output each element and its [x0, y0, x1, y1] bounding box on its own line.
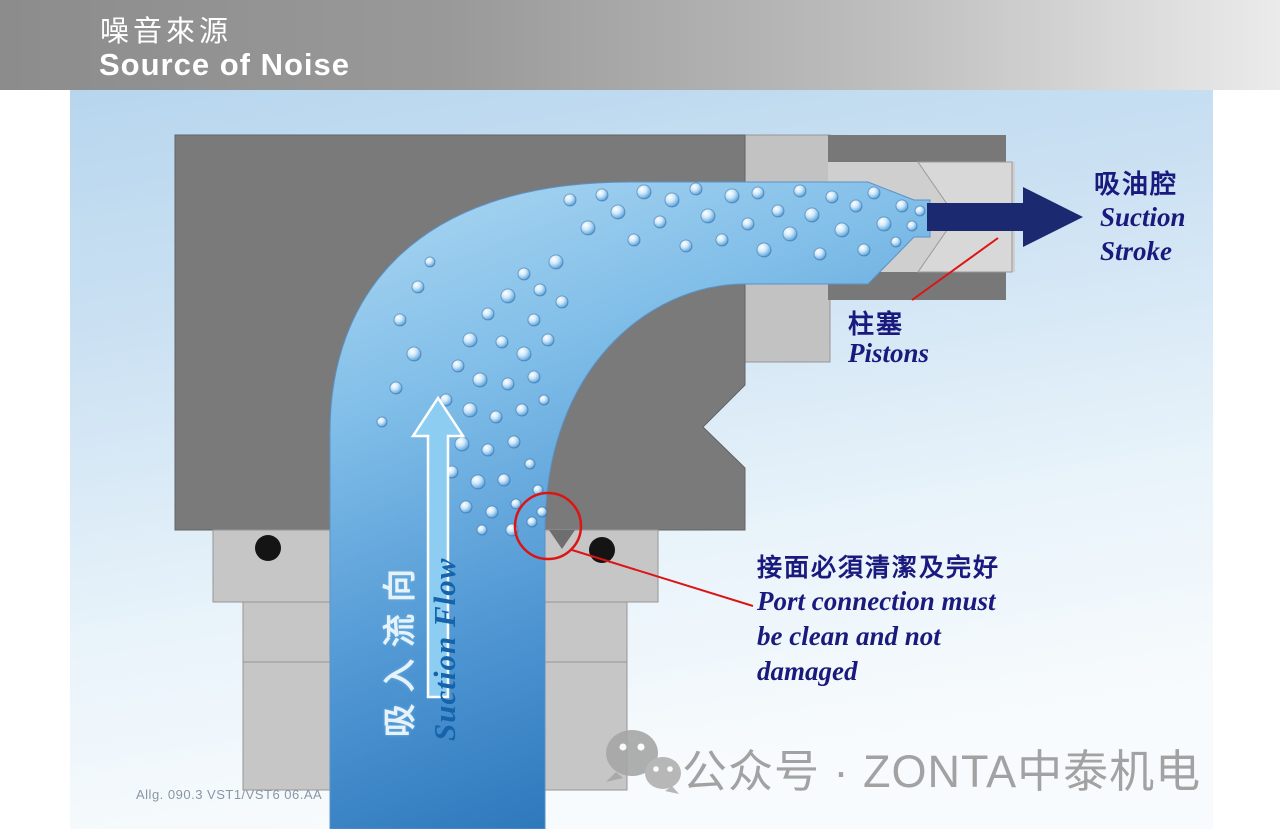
bubble [825, 190, 839, 204]
bubble [756, 242, 772, 258]
bubble [495, 335, 509, 349]
annotations [513, 237, 999, 607]
bubble [771, 204, 785, 218]
bubble [451, 359, 465, 373]
bubble [472, 372, 488, 388]
bubble [393, 313, 407, 327]
bubble [538, 394, 550, 406]
port-connection-notch [549, 530, 575, 549]
suction-flow-arrow [410, 395, 466, 699]
slide-header: 噪音來源 Source of Noise [0, 0, 1280, 90]
bubble [485, 505, 499, 519]
bubble [849, 199, 863, 213]
bubble [700, 208, 716, 224]
piston-annotation-line [911, 237, 999, 301]
bubble [376, 416, 388, 428]
bubble [517, 267, 531, 281]
bubble [507, 435, 521, 449]
bubble [501, 377, 515, 391]
bubble [411, 280, 425, 294]
bubble [793, 184, 807, 198]
bubble [406, 346, 422, 362]
bubble [610, 204, 626, 220]
port-highlight-circle [513, 491, 583, 561]
bubble [876, 216, 892, 232]
bubble [459, 500, 473, 514]
bubble [715, 233, 729, 247]
bubble [627, 233, 641, 247]
bubble [782, 226, 798, 242]
bubble [890, 236, 902, 248]
bubble [804, 207, 820, 223]
bubble [914, 205, 926, 217]
bubble [679, 239, 693, 253]
o-ring-left [255, 535, 281, 561]
bubble [563, 193, 577, 207]
bubble [689, 182, 703, 196]
bubble [454, 436, 470, 452]
left-flange-step2 [242, 601, 331, 663]
page-title-zh: 噪音來源 [100, 16, 233, 48]
port-annotation-line [571, 549, 754, 607]
bubble [527, 370, 541, 384]
suction-stroke-arrow [927, 187, 1083, 247]
bubble [653, 215, 667, 229]
bubble [664, 192, 680, 208]
bubble [500, 288, 516, 304]
bubbles [376, 182, 926, 537]
bubble [595, 188, 609, 202]
bubble [476, 524, 488, 536]
bubble [515, 403, 529, 417]
bubble [533, 283, 547, 297]
bubble [857, 243, 871, 257]
right-flange-step2 [544, 601, 628, 663]
bubble [724, 188, 740, 204]
bubble [462, 402, 478, 418]
bubble [524, 458, 536, 470]
bubble [636, 184, 652, 200]
bubble [510, 498, 522, 510]
left-pipe-column [242, 661, 331, 791]
bubble [516, 346, 532, 362]
bubble [834, 222, 850, 238]
bubble [741, 217, 755, 231]
right-pipe-column [544, 661, 628, 791]
bubble [497, 473, 511, 487]
bubble [906, 220, 918, 232]
bubble [389, 381, 403, 395]
bubble [555, 295, 569, 309]
bubble [481, 443, 495, 457]
page-title-en: Source of Noise [99, 47, 350, 82]
bubble [536, 506, 548, 518]
bubble [541, 333, 555, 347]
bubble [481, 307, 495, 321]
wechat-icon [606, 730, 681, 794]
bubble [527, 313, 541, 327]
bubble [424, 256, 436, 268]
bubble [548, 254, 564, 270]
bubble [813, 247, 827, 261]
bubble [895, 199, 909, 213]
bubble [751, 186, 765, 200]
bubble [580, 220, 596, 236]
bubble [462, 332, 478, 348]
bubble [470, 474, 486, 490]
bubble [526, 516, 538, 528]
bubble [867, 186, 881, 200]
suction-flow-channel [329, 181, 931, 829]
bubble [489, 410, 503, 424]
